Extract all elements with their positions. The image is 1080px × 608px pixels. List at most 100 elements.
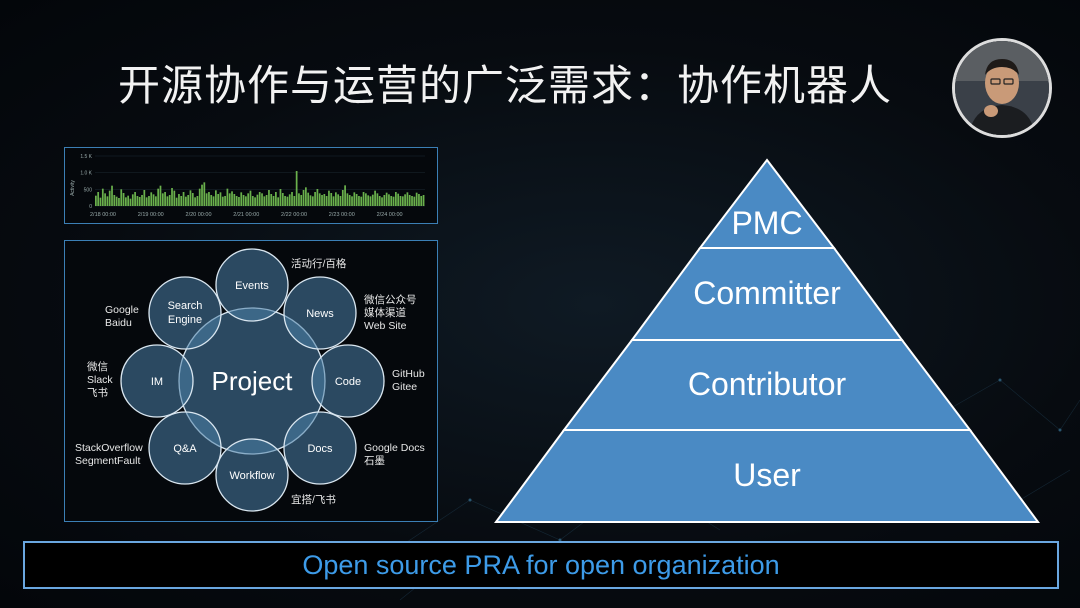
activity-bar [397, 193, 400, 206]
activity-bar [196, 196, 199, 206]
activity-bar [231, 191, 233, 206]
activity-bar [254, 197, 256, 206]
pyramid-level-user [494, 429, 1040, 523]
activity-bar [404, 194, 406, 206]
activity-bar [224, 196, 226, 206]
code-circle [311, 344, 385, 418]
activity-bar [288, 194, 291, 206]
activity-bar [173, 190, 176, 206]
activity-bar [341, 190, 344, 206]
activity-bar [413, 196, 416, 206]
contributor-label: Contributor [688, 366, 847, 402]
events-circle [215, 248, 289, 322]
im-label: IM [151, 376, 163, 388]
activity-bar [381, 197, 383, 206]
qa-tool-1: StackOverflow [75, 442, 143, 454]
activity-bar [270, 194, 273, 206]
activity-bar [422, 195, 425, 206]
activity-bar [281, 193, 284, 206]
activity-bar [300, 195, 303, 206]
activity-bar [376, 193, 379, 206]
search-tool-2: Baidu [105, 317, 132, 329]
activity-bar [205, 193, 208, 206]
activity-bar [258, 192, 261, 206]
activity-bar [191, 193, 194, 206]
workflow-label: Workflow [229, 470, 274, 482]
activity-bar [143, 190, 146, 206]
activity-bar [104, 193, 106, 206]
news-label: News [306, 308, 334, 320]
activity-bar [328, 190, 330, 206]
collaboration-diagram-panel: Project Events News Code Docs Workflow Q… [64, 240, 438, 522]
activity-bar [217, 194, 220, 206]
activity-bar [314, 192, 316, 206]
activity-bar [311, 196, 314, 206]
activity-bar [335, 192, 337, 206]
activity-bar [152, 194, 155, 206]
search-engine-label-line: Search [168, 300, 203, 312]
activity-bar [111, 185, 113, 206]
activity-bar [295, 171, 298, 206]
activity-bar [401, 196, 404, 206]
activity-bar [371, 194, 374, 206]
x-tick-label: 2/19 00:00 [138, 212, 164, 218]
pmc-label: PMC [731, 205, 802, 241]
activity-bar [226, 188, 229, 206]
code-label: Code [335, 376, 361, 388]
activity-bar [189, 190, 192, 206]
activity-bar [138, 197, 141, 206]
activity-bar [385, 192, 388, 206]
qa-circle [148, 411, 222, 485]
activity-bar [284, 196, 286, 206]
activity-bar [118, 198, 120, 206]
activity-bar [365, 193, 367, 206]
activity-bar [148, 196, 150, 206]
activity-bar [353, 192, 356, 206]
activity-bar [344, 185, 346, 206]
activity-bar [367, 195, 370, 206]
person-icon [955, 41, 1049, 135]
activity-bar [178, 194, 180, 206]
activity-bar [168, 195, 171, 206]
activity-bar [212, 196, 215, 206]
activity-bar [415, 192, 418, 206]
activity-bar [210, 195, 213, 206]
activity-bar [208, 192, 210, 206]
news-circle [283, 276, 357, 350]
activity-bar [346, 193, 349, 206]
activity-bar [249, 190, 252, 206]
activity-bar [95, 195, 97, 206]
activity-bar [272, 196, 275, 206]
activity-bar [131, 194, 134, 206]
activity-bar [201, 184, 203, 206]
y-axis-label: Activity [70, 180, 76, 196]
footer-text: Open source PRA for open organization [302, 549, 780, 580]
activity-bar [305, 187, 307, 206]
activity-bar [127, 195, 130, 206]
activity-bar [219, 192, 222, 206]
activity-bar [339, 196, 342, 206]
activity-bar [390, 196, 393, 206]
y-tick-label: 1.5 K [80, 154, 92, 160]
activity-bar [330, 193, 333, 206]
docs-label: Docs [307, 443, 333, 455]
code-tool-2: Gitee [392, 381, 417, 393]
activity-bar [256, 194, 259, 206]
activity-bar [378, 196, 381, 206]
activity-bar [235, 196, 238, 206]
activity-bar [108, 190, 111, 206]
activity-bar [228, 193, 231, 206]
im-tool-2: Slack [87, 374, 113, 386]
activity-bar [240, 192, 243, 206]
activity-bar [136, 196, 139, 206]
qa-tool-2: SegmentFault [75, 455, 140, 467]
search-tool-1: Google [105, 304, 139, 316]
committer-label: Committer [693, 275, 841, 311]
activity-bar [166, 196, 169, 206]
activity-bar [337, 194, 340, 206]
activity-bar [155, 196, 157, 206]
activity-bar [418, 194, 420, 206]
collaboration-diagram: Project Events News Code Docs Workflow Q… [75, 248, 425, 512]
